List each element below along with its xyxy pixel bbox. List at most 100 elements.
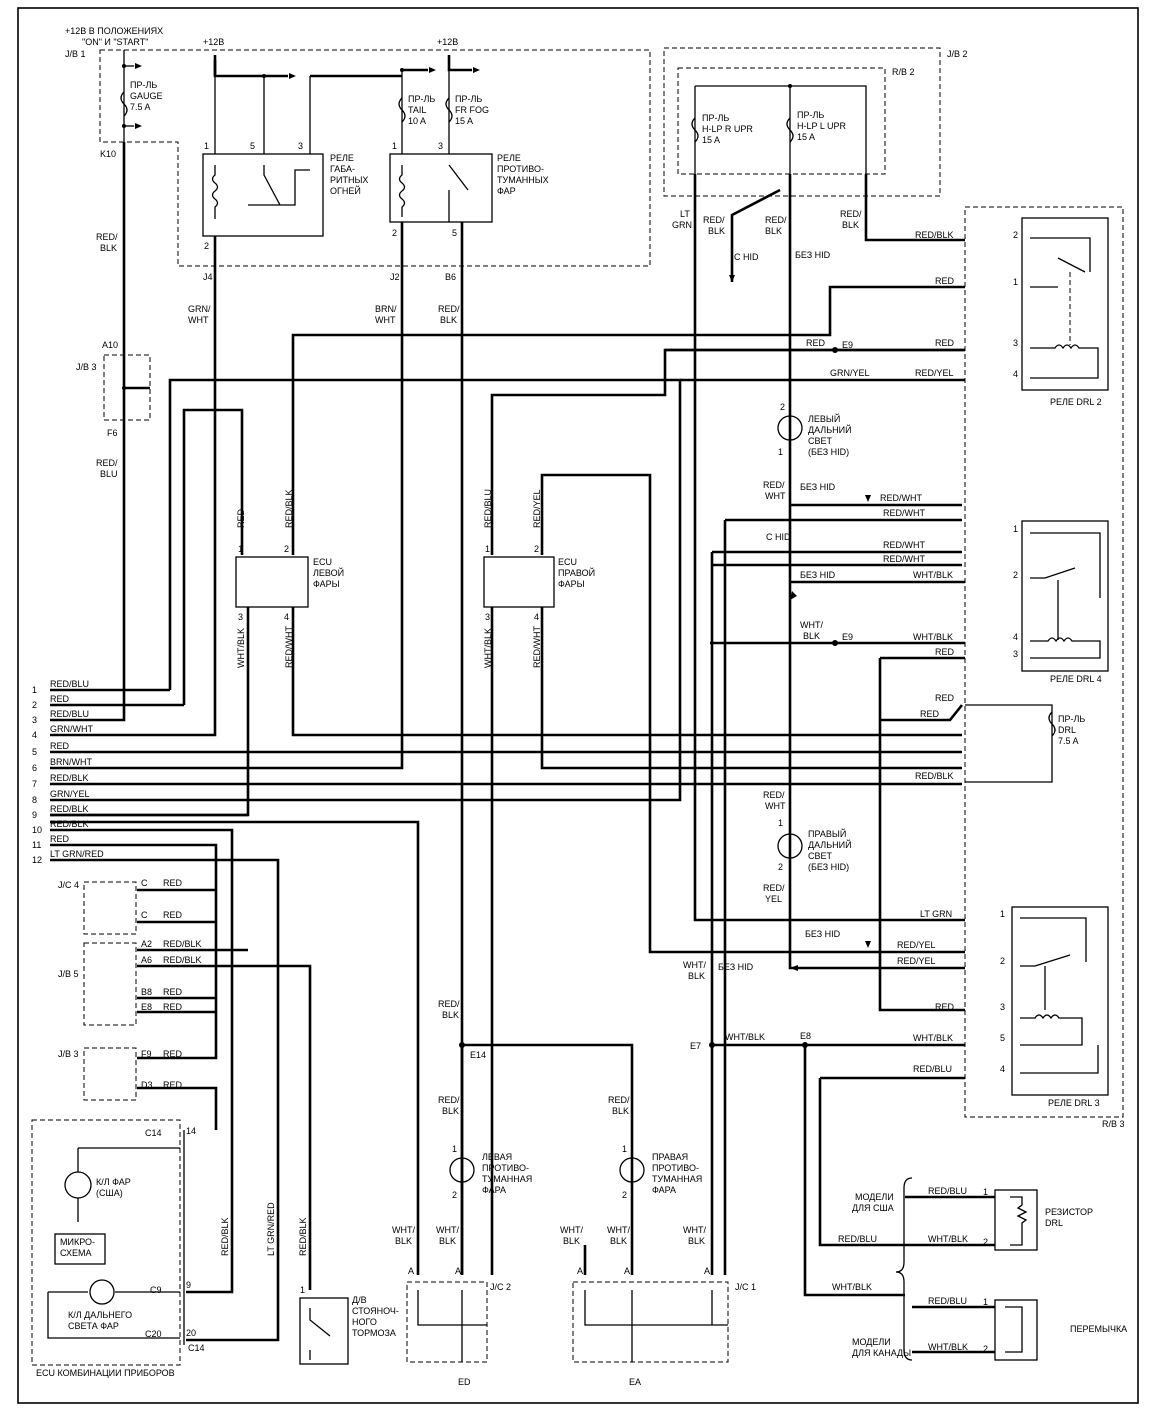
jc1-box: [572, 1281, 729, 1363]
svg-text:2: 2: [780, 402, 785, 412]
svg-text:C: C: [141, 878, 148, 888]
svg-text:RED/WHT: RED/WHT: [532, 626, 542, 668]
bus-number: 2: [32, 700, 37, 710]
svg-text:RED: RED: [935, 693, 955, 703]
conn-a10: A10: [102, 340, 118, 350]
fuse-gauge: ПР-ЛЬ GAUGE 7.5 A: [120, 50, 163, 142]
svg-text:1: 1: [1013, 524, 1018, 534]
svg-text:ФАРА: ФАРА: [482, 1185, 506, 1195]
svg-text:1: 1: [778, 447, 783, 457]
svg-text:RED: RED: [935, 338, 955, 348]
svg-text:2: 2: [284, 544, 289, 554]
svg-text:RED/WHT: RED/WHT: [883, 508, 925, 518]
svg-text:WHT/BLK: WHT/BLK: [832, 1282, 872, 1292]
svg-text:RED/: RED/: [608, 1095, 630, 1105]
svg-text:RED/YEL: RED/YEL: [915, 368, 954, 378]
svg-text:РЕЛЕ: РЕЛЕ: [497, 153, 521, 163]
bus-color: RED: [50, 741, 70, 751]
svg-text:C: C: [141, 910, 148, 920]
conn-j2: J2: [390, 272, 400, 282]
svg-text:НОГО: НОГО: [352, 1317, 377, 1327]
svg-text:BLK: BLK: [765, 226, 782, 236]
conn-j4: J4: [203, 272, 213, 282]
svg-text:D3: D3: [141, 1080, 153, 1090]
bus-color: RED/BLK: [50, 819, 89, 829]
svg-text:WHT/BLK: WHT/BLK: [928, 1342, 968, 1352]
svg-text:GRN: GRN: [672, 220, 692, 230]
svg-text:4: 4: [1000, 1064, 1005, 1074]
svg-text:RED/YEL: RED/YEL: [897, 956, 936, 966]
svg-text:RED: RED: [935, 276, 955, 286]
svg-text:МОДЕЛИ: МОДЕЛИ: [855, 1192, 894, 1202]
relay-drl4: 1 2 4 3 РЕЛЕ DRL 4: [1013, 520, 1109, 684]
svg-text:РЕЗИСТОР: РЕЗИСТОР: [1045, 1207, 1093, 1217]
svg-text:DRL: DRL: [1058, 725, 1076, 735]
svg-text:ТУМАННЫХ: ТУМАННЫХ: [497, 175, 549, 185]
left-bus-labels: 1RED/BLU2RED3RED/BLU4GRN/WHT5RED6BRN/WHT…: [32, 679, 104, 865]
svg-text:ПРОТИВО-: ПРОТИВО-: [482, 1163, 529, 1173]
svg-text:A: A: [624, 1266, 630, 1276]
bus-number: 8: [32, 795, 37, 805]
svg-text:RED/: RED/: [765, 215, 787, 225]
svg-text:2: 2: [534, 544, 539, 554]
svg-text:ОГНЕЙ: ОГНЕЙ: [330, 185, 361, 196]
svg-text:4: 4: [1013, 632, 1018, 642]
svg-text:ДАЛЬНИЙ: ДАЛЬНИЙ: [808, 839, 852, 850]
conn-k10: K10: [100, 149, 116, 159]
bus-number: 12: [32, 855, 42, 865]
svg-text:15 A: 15 A: [797, 132, 815, 142]
svg-text:RED: RED: [163, 1002, 183, 1012]
svg-text:WHT/BLK: WHT/BLK: [725, 1032, 765, 1042]
svg-text:2: 2: [204, 241, 209, 251]
svg-text:2: 2: [778, 862, 783, 872]
fuse-hlp: ПР-ЛЬ H-LP R UPR 15 A ПР-ЛЬ H-LP L UPR 1…: [691, 84, 867, 174]
wire-labels: RED/ BLK RED/ BLU GRN/ WHT BRN/ WHT RED/…: [96, 209, 968, 1352]
svg-text:1: 1: [1000, 909, 1005, 919]
svg-text:LT GRN/RED: LT GRN/RED: [266, 1202, 276, 1256]
svg-text:РЕЛЕ DRL 2: РЕЛЕ DRL 2: [1050, 397, 1102, 407]
bus-color: RED/BLU: [50, 679, 89, 689]
svg-text:LT GRN: LT GRN: [920, 909, 952, 919]
svg-text:2: 2: [392, 228, 397, 238]
svg-text:RED: RED: [236, 508, 246, 528]
bus-color: BRN/WHT: [50, 757, 92, 767]
svg-text:7.5 A: 7.5 A: [130, 102, 151, 112]
model-usa: МОДЕЛИ ДЛЯ США РЕЗИСТОР DRL 1 2: [852, 1187, 1093, 1251]
svg-text:BLU: BLU: [100, 469, 118, 479]
svg-text:ПР-ЛЬ: ПР-ЛЬ: [408, 94, 435, 104]
svg-text:ФАРА: ФАРА: [652, 1185, 676, 1195]
svg-text:ПР-ЛЬ: ПР-ЛЬ: [702, 113, 729, 123]
svg-text:YEL: YEL: [765, 894, 782, 904]
ecu-right-headlamp: ECU ПРАВОЙ ФАРЫ 1 2 3 4: [485, 544, 595, 622]
svg-text:C9: C9: [150, 1285, 162, 1295]
svg-text:RED/: RED/: [763, 480, 785, 490]
svg-text:МИКРО-: МИКРО-: [60, 1237, 95, 1247]
svg-text:ПР-ЛЬ: ПР-ЛЬ: [455, 94, 482, 104]
svg-text:СТОЯНОЧ-: СТОЯНОЧ-: [352, 1306, 399, 1316]
bus-color: RED: [50, 694, 70, 704]
svg-text:RED/BLU: RED/BLU: [928, 1296, 967, 1306]
conn-jb3b: J/B 3: [58, 1049, 79, 1059]
conn-e8: E8: [800, 1031, 811, 1041]
svg-text:RED/: RED/: [703, 215, 725, 225]
bus-number: 11: [32, 840, 41, 850]
svg-text:RED/BLU: RED/BLU: [928, 1186, 967, 1196]
svg-text:H-LP L UPR: H-LP L UPR: [797, 121, 847, 131]
svg-text:2: 2: [983, 1237, 988, 1247]
svg-text:RED: RED: [163, 1080, 183, 1090]
svg-text:C20: C20: [145, 1329, 162, 1339]
wires-main: [50, 142, 965, 1342]
svg-text:ФАР: ФАР: [497, 186, 516, 196]
svg-text:2: 2: [1013, 230, 1018, 240]
svg-text:ECU КОМБИНАЦИИ ПРИБОРОВ: ECU КОМБИНАЦИИ ПРИБОРОВ: [36, 1368, 175, 1378]
supply-label: +12В В ПОЛОЖЕНИЯХ: [65, 26, 163, 36]
svg-text:WHT/: WHT/: [607, 1225, 630, 1235]
svg-text:3: 3: [1013, 338, 1018, 348]
fuse-frfog: ПР-ЛЬ FR FOG 15 A: [445, 55, 489, 154]
svg-text:RED/WHT: RED/WHT: [284, 626, 294, 668]
svg-text:2: 2: [452, 1190, 457, 1200]
svg-text:LT: LT: [680, 209, 690, 219]
model-canada: МОДЕЛИ ДЛЯ КАНАДЫ ПЕРЕМЫЧКА 1 2: [852, 1297, 1127, 1361]
bus-color: RED/BLK: [50, 804, 89, 814]
note-bezhid-3: БЕЗ HID: [800, 570, 836, 580]
